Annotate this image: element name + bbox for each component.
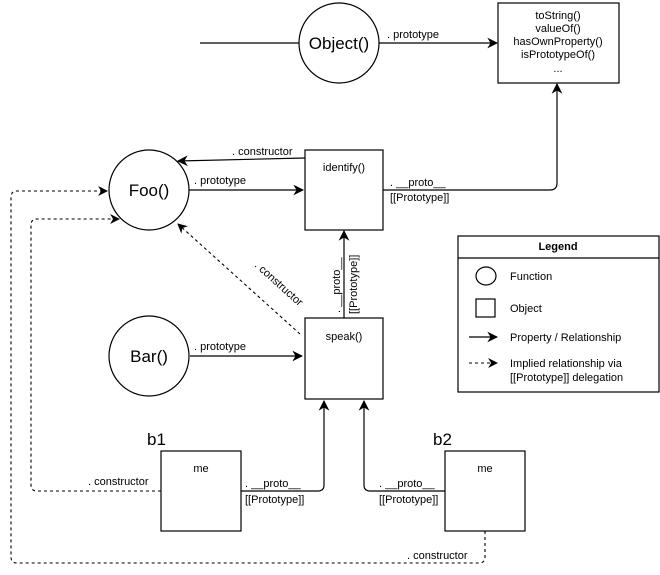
b1-name: b1 xyxy=(147,430,166,449)
edge-identify-proto xyxy=(383,82,563,191)
b2-node[interactable]: b2 me xyxy=(433,430,526,532)
label-bar-prototype: . prototype xyxy=(194,341,246,353)
b2-label: me xyxy=(477,463,492,475)
label-b1-proto: . __proto__ xyxy=(245,478,302,490)
edge-foo-constructor xyxy=(176,155,306,167)
legend-item-label: Function xyxy=(510,271,552,283)
foo-function-label: Foo() xyxy=(129,181,170,200)
edge-b1-proto xyxy=(241,399,330,492)
legend-title: Legend xyxy=(538,241,577,253)
foo-prototype-node[interactable]: identify() xyxy=(304,149,384,231)
method-tostring: toString() xyxy=(535,10,580,22)
label-speak-proto: . __proto__ xyxy=(331,256,343,313)
b1-node[interactable]: b1 me xyxy=(147,430,242,532)
method-valueof: valueOf() xyxy=(535,23,580,35)
foo-function-node[interactable]: Foo() xyxy=(108,149,190,231)
edge-b2-proto xyxy=(358,399,445,492)
object-box xyxy=(304,317,384,400)
legend: Legend Function Object Property / Relati… xyxy=(457,235,660,393)
bar-prototype-node[interactable]: speak() xyxy=(304,317,384,400)
label-b2-proto-sub: [[Prototype]] xyxy=(379,494,438,506)
label-speak-constructor: . constructor xyxy=(252,259,305,309)
label-b2-proto: . __proto__ xyxy=(379,478,436,490)
label-identify-proto: . __proto__ xyxy=(390,177,447,189)
b1-label: me xyxy=(193,463,208,475)
function-circle xyxy=(108,149,190,231)
legend-item-implied: Implied relationship via [[Prototype]] d… xyxy=(469,358,623,384)
method-ellipsis: ... xyxy=(553,63,562,75)
legend-item-property: Property / Relationship xyxy=(469,331,621,344)
b2-name: b2 xyxy=(433,430,452,449)
legend-item-label: Implied relationship via xyxy=(510,358,623,370)
bar-function-label: Bar() xyxy=(130,347,168,366)
legend-item-object: Object xyxy=(475,298,542,318)
bar-prototype-label: speak() xyxy=(326,331,363,343)
method-isprototypeof: isPrototypeOf() xyxy=(521,49,595,61)
label-b2-constructor: . constructor xyxy=(407,550,468,562)
object-prototype-node[interactable]: toString() valueOf() hasOwnProperty() is… xyxy=(497,2,620,84)
legend-item-function: Function xyxy=(475,266,552,286)
method-hasownproperty: hasOwnProperty() xyxy=(513,36,602,48)
legend-item-label-line2: [[Prototype]] delegation xyxy=(510,372,623,384)
label-identify-proto-sub: [[Prototype]] xyxy=(390,192,449,204)
edge-b1-constructor xyxy=(30,214,161,492)
circle-icon xyxy=(475,266,497,286)
label-b1-constructor: . constructor xyxy=(88,476,149,488)
function-circle xyxy=(298,2,380,84)
function-circle xyxy=(108,315,190,397)
bar-function-node[interactable]: Bar() xyxy=(108,315,190,397)
label-b1-proto-sub: [[Prototype]] xyxy=(245,494,304,506)
label-object-prototype: . prototype xyxy=(387,29,439,41)
label-foo-prototype: . prototype xyxy=(194,175,246,187)
object-box xyxy=(160,450,242,532)
label-foo-constructor: . constructor xyxy=(232,146,293,158)
label-speak-proto-sub: [[Prototype]] xyxy=(348,255,360,314)
object-box xyxy=(444,450,526,532)
legend-item-label: Object xyxy=(510,303,542,315)
foo-prototype-label: identify() xyxy=(323,162,365,174)
object-function-label: Object() xyxy=(309,34,369,53)
object-function-node[interactable]: Object() xyxy=(298,2,380,84)
square-icon xyxy=(475,298,496,318)
edge-b2-constructor xyxy=(10,186,486,564)
object-box xyxy=(497,2,620,84)
object-box xyxy=(304,149,384,231)
legend-item-label: Property / Relationship xyxy=(510,332,621,344)
